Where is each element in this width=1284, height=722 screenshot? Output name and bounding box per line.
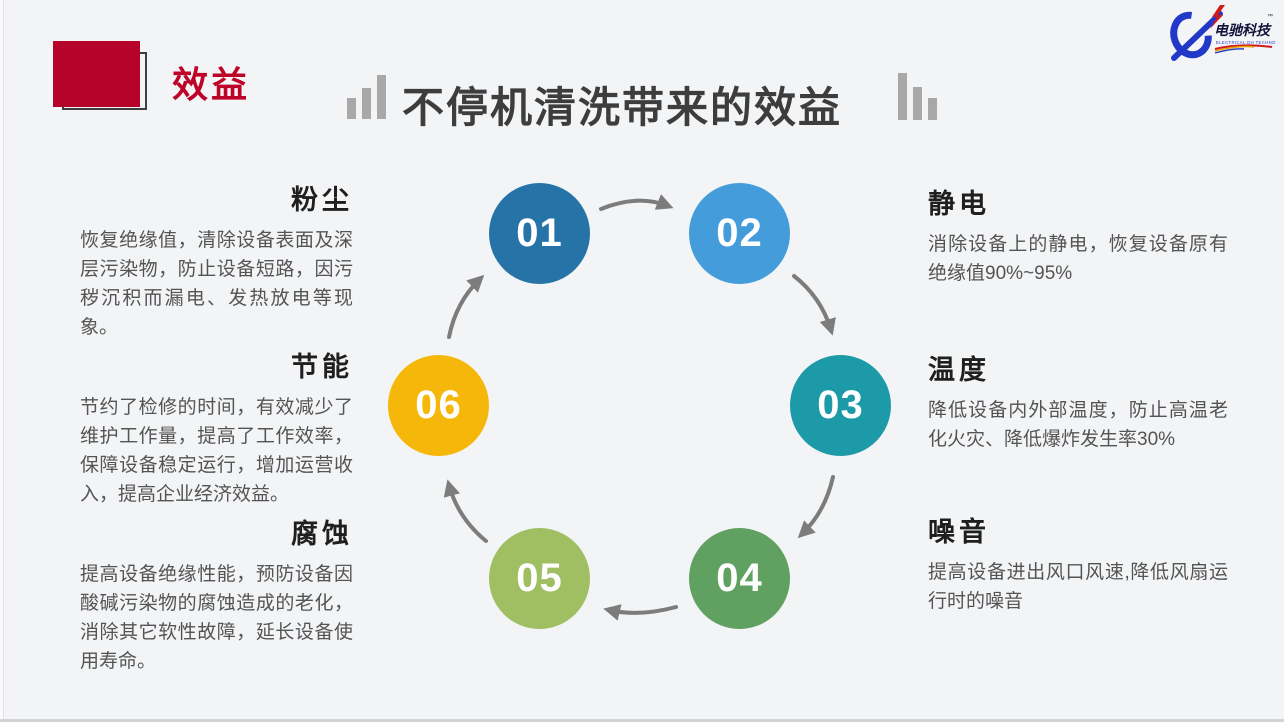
step-number: 02 <box>716 211 763 255</box>
benefit-title: 温度 <box>928 355 990 385</box>
logo-tm-text: ™ <box>1267 13 1273 20</box>
benefit-noise: 噪音 提高设备进出风口风速,降低风扇运行时的噪音 <box>928 510 1228 616</box>
step-circle-03: 03 <box>790 355 891 456</box>
arrow-04-05 <box>603 604 678 621</box>
benefit-title: 节能 <box>291 352 353 382</box>
slide-left-edge <box>0 0 4 722</box>
logo-name-text: 电驰科技 <box>1214 22 1272 38</box>
step-number: 05 <box>516 556 563 600</box>
slide-bottom-edge <box>0 719 1284 722</box>
benefit-body: 提高设备绝缘性能，预防设备因酸碱污染物的腐蚀造成的老化，消除其它软性故障，延长设… <box>80 564 353 672</box>
benefit-body: 恢复绝缘值，清除设备表面及深层污染物，防止设备短路，因污秽沉积而漏电、发热放电等… <box>80 230 353 338</box>
benefit-body: 消除设备上的静电，恢复设备原有绝缘值90%~95% <box>928 234 1228 284</box>
logo-icon: 电驰科技 ™ ELECTRICAL DH TECHNOLOGY <box>1170 5 1284 61</box>
badge-red-box <box>53 41 140 107</box>
arrow-06-01 <box>447 274 485 339</box>
step-number: 01 <box>516 211 563 255</box>
arrow-03-04 <box>797 475 835 539</box>
section-badge-label: 效益 <box>172 64 251 105</box>
benefit-title: 腐蚀 <box>291 519 353 549</box>
benefit-title: 噪音 <box>928 517 990 547</box>
step-number: 06 <box>415 383 462 427</box>
benefit-temperature: 温度 降低设备内外部温度，防止高温老化火灾、降低爆炸发生率30% <box>928 348 1228 454</box>
signal-bars-left-icon <box>347 75 386 119</box>
benefit-body: 提高设备进出风口风速,降低风扇运行时的噪音 <box>928 562 1228 612</box>
benefit-energy: 节能 节约了检修的时间，有效减少了维护工作量，提高了工作效率，保障设备稳定运行，… <box>80 345 353 509</box>
signal-bars-right-icon <box>898 73 937 120</box>
step-circle-05: 05 <box>489 528 590 629</box>
step-circle-06: 06 <box>388 355 489 456</box>
page-title: 不停机清洗带来的效益 <box>402 84 843 131</box>
benefit-static: 静电 消除设备上的静电，恢复设备原有绝缘值90%~95% <box>928 182 1228 288</box>
benefit-body: 降低设备内外部温度，防止高温老化火灾、降低爆炸发生率30% <box>928 400 1228 450</box>
benefit-title: 粉尘 <box>291 185 353 215</box>
benefit-body: 节约了检修的时间，有效减少了维护工作量，提高了工作效率，保障设备稳定运行，增加运… <box>80 397 353 505</box>
step-circle-02: 02 <box>689 183 790 284</box>
arrow-02-03 <box>792 274 836 336</box>
benefit-title: 静电 <box>928 189 990 219</box>
arrow-01-02 <box>599 194 674 211</box>
benefit-corrosion: 腐蚀 提高设备绝缘性能，预防设备因酸碱污染物的腐蚀造成的老化，消除其它软性故障，… <box>80 512 353 676</box>
company-logo: 电驰科技 ™ ELECTRICAL DH TECHNOLOGY <box>1168 4 1284 62</box>
step-number: 03 <box>817 383 864 427</box>
arrow-05-06 <box>443 479 488 543</box>
step-circle-04: 04 <box>689 528 790 629</box>
step-number: 04 <box>716 556 763 600</box>
step-circle-01: 01 <box>489 183 590 284</box>
benefit-dust: 粉尘 恢复绝缘值，清除设备表面及深层污染物，防止设备短路，因污秽沉积而漏电、发热… <box>80 178 353 342</box>
logo-tagline-text: ELECTRICAL DH TECHNOLOGY <box>1216 40 1276 45</box>
